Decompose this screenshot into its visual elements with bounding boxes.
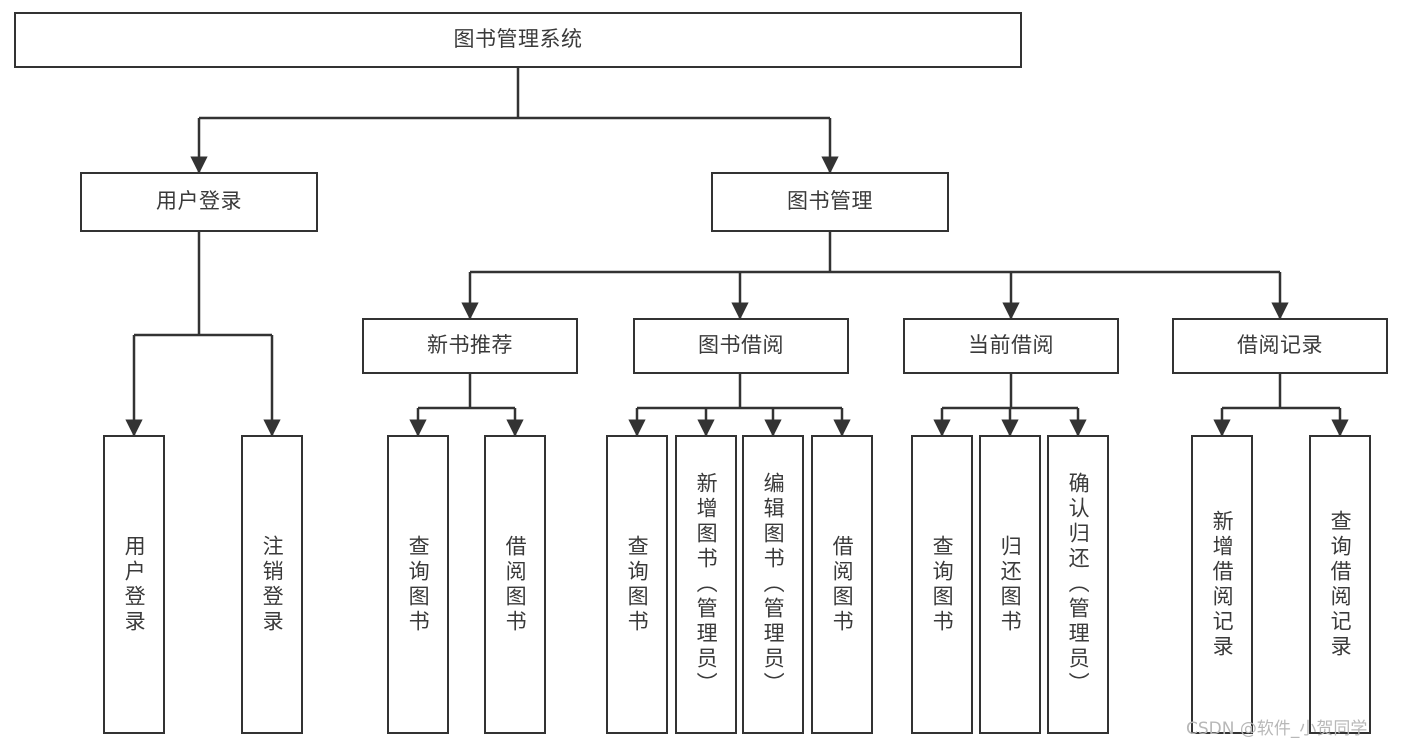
level2-node[interactable]: 图书管理 [711,172,949,232]
leaf-node[interactable]: 查询图书 [911,435,973,734]
node-label: 新增图书（管理员） [694,472,719,697]
node-label: 查询借阅记录 [1328,509,1353,660]
level3-node[interactable]: 新书推荐 [362,318,578,374]
node-label: 用户登录 [156,189,242,214]
node-label: 新书推荐 [427,333,513,358]
node-label: 图书借阅 [698,333,784,358]
node-label: 确认归还（管理员） [1066,472,1091,697]
node-label: 借阅图书 [830,534,855,635]
node-label: 新增借阅记录 [1210,509,1235,660]
node-label: 图书管理 [787,189,873,214]
node-label: 用户登录 [122,534,147,635]
leaf-node[interactable]: 查询图书 [387,435,449,734]
leaf-node[interactable]: 查询借阅记录 [1309,435,1371,734]
level3-node[interactable]: 当前借阅 [903,318,1119,374]
node-label: 借阅图书 [503,534,528,635]
leaf-node[interactable]: 确认归还（管理员） [1047,435,1109,734]
node-label: 注销登录 [260,534,285,635]
node-label: 当前借阅 [968,333,1054,358]
level2-node[interactable]: 用户登录 [80,172,318,232]
leaf-node[interactable]: 新增图书（管理员） [675,435,737,734]
leaf-node[interactable]: 借阅图书 [484,435,546,734]
leaf-node[interactable]: 注销登录 [241,435,303,734]
node-label: 查询图书 [930,534,955,635]
leaf-node[interactable]: 查询图书 [606,435,668,734]
root-node[interactable]: 图书管理系统 [14,12,1022,68]
level3-node[interactable]: 借阅记录 [1172,318,1388,374]
leaf-node[interactable]: 编辑图书（管理员） [742,435,804,734]
leaf-node[interactable]: 用户登录 [103,435,165,734]
node-label: 查询图书 [625,534,650,635]
node-label: 编辑图书（管理员） [761,472,786,697]
node-label: 图书管理系统 [453,27,583,52]
leaf-node[interactable]: 借阅图书 [811,435,873,734]
level3-node[interactable]: 图书借阅 [633,318,849,374]
leaf-node[interactable]: 归还图书 [979,435,1041,734]
leaf-node[interactable]: 新增借阅记录 [1191,435,1253,734]
watermark-label: CSDN @软件_小贺同学 [1186,719,1368,739]
node-label: 归还图书 [998,534,1023,635]
node-label: 查询图书 [406,534,431,635]
node-label: 借阅记录 [1237,333,1323,358]
